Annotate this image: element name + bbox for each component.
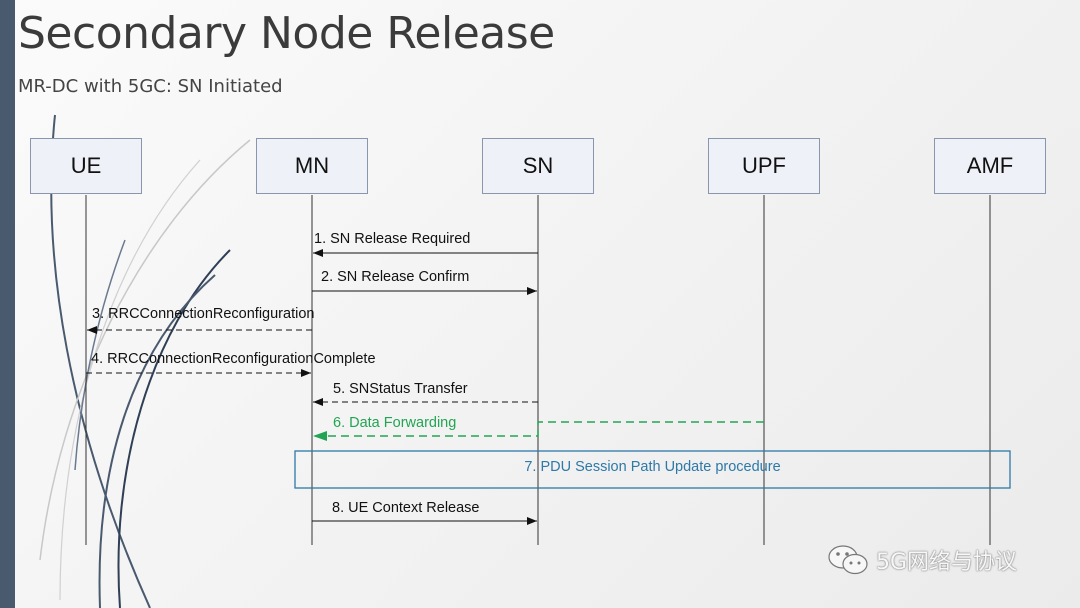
- message-label: 2. SN Release Confirm: [321, 269, 470, 285]
- message-label: 8. UE Context Release: [332, 500, 480, 516]
- node-sn: SN: [482, 138, 594, 194]
- watermark-text: 5G网络与协议: [876, 550, 1018, 575]
- message-label: 1. SN Release Required: [314, 231, 471, 247]
- wechat-icon: [828, 545, 868, 575]
- procedure-label: 7. PDU Session Path Update procedure: [524, 459, 781, 475]
- message-label: 5. SNStatus Transfer: [333, 381, 468, 397]
- message-label: 4. RRCConnectionReconfigurationComplete: [91, 351, 376, 367]
- watermark: 5G网络与协议: [826, 540, 1017, 580]
- node-amf: AMF: [934, 138, 1046, 194]
- slide-side-bar: [0, 0, 15, 608]
- slide-subtitle: MR-DC with 5GC: SN Initiated: [18, 76, 283, 97]
- node-mn: MN: [256, 138, 368, 194]
- arrow-msg-6: [313, 421, 764, 441]
- slide-title: Secondary Node Release: [18, 8, 555, 59]
- node-upf: UPF: [708, 138, 820, 194]
- message-label: 6. Data Forwarding: [333, 415, 457, 431]
- message-label: 3. RRCConnectionReconfiguration: [92, 306, 315, 322]
- node-ue: UE: [30, 138, 142, 194]
- procedure-box: [294, 450, 1011, 489]
